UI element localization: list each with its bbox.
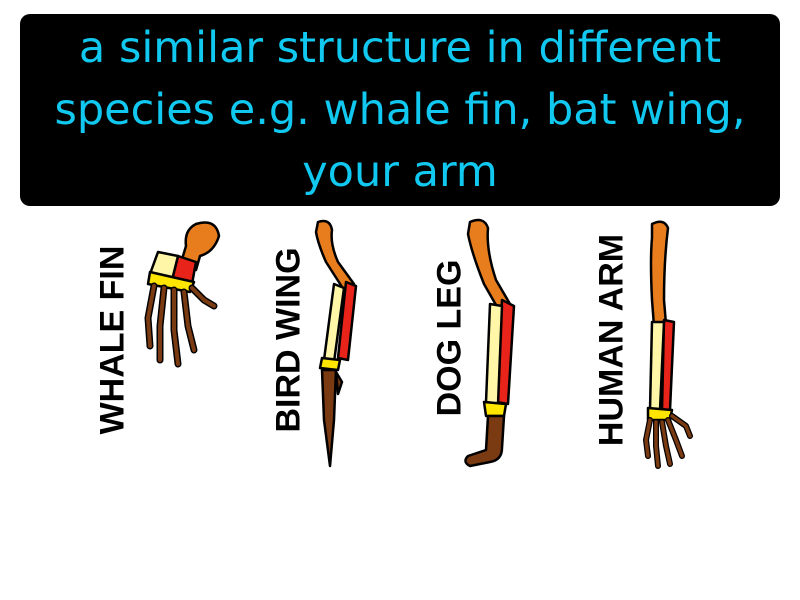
bird-wing-icon bbox=[314, 219, 358, 468]
whale-fin-icon bbox=[144, 221, 221, 368]
human-arm-icon bbox=[643, 220, 693, 469]
definition-banner: a similar structure in different species… bbox=[20, 14, 780, 206]
dog-leg-icon bbox=[464, 218, 516, 468]
definition-text: a similar structure in different species… bbox=[54, 23, 746, 197]
